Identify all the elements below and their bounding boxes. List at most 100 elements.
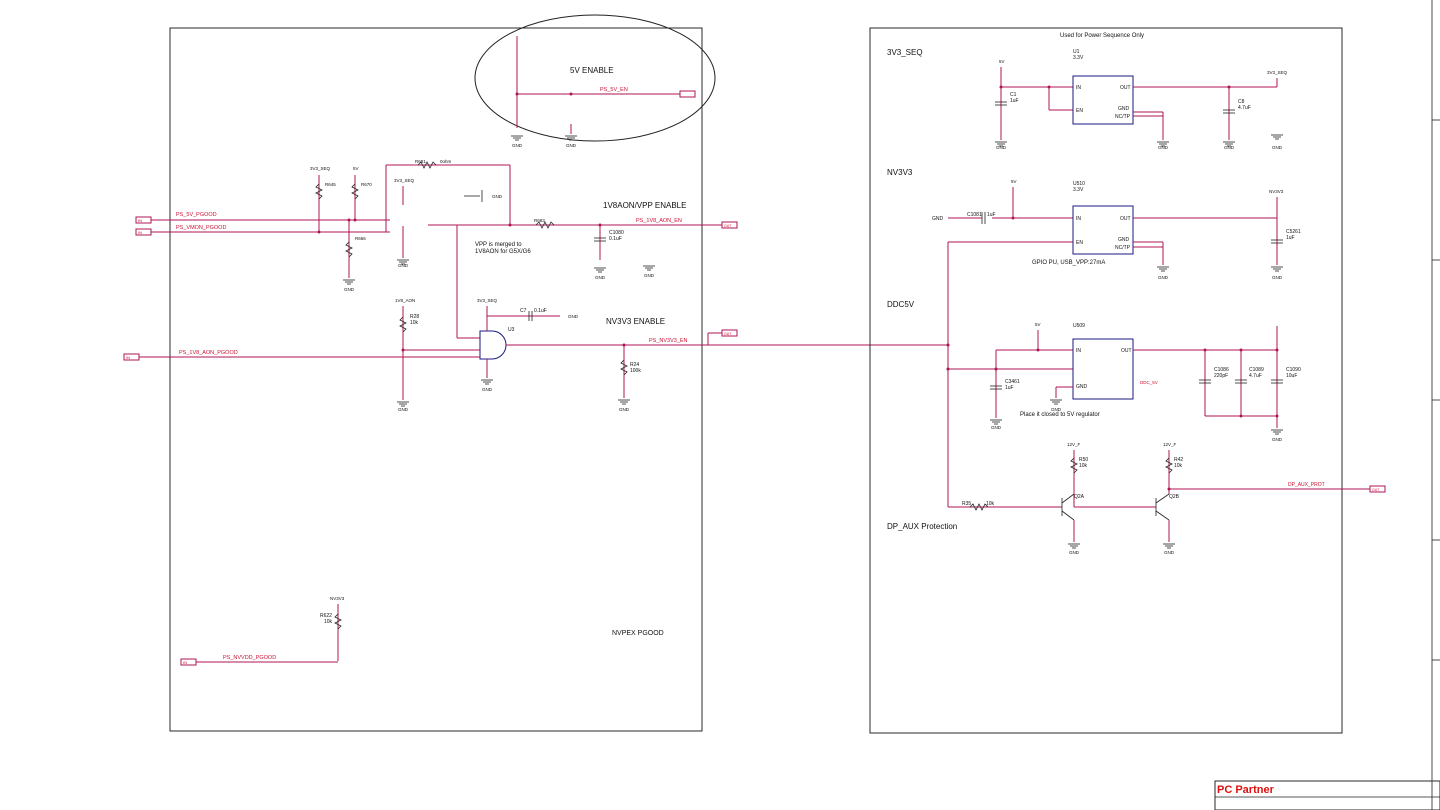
gnd-symbol: GND: [1050, 399, 1062, 412]
u3-label: U3: [508, 327, 515, 333]
net-ps-1v8-aon-en: PS_1V8_AON_EN: [636, 218, 682, 224]
svg-text:GND: GND: [482, 387, 493, 392]
svg-text:3.3V: 3.3V: [1073, 187, 1084, 193]
svg-text:12V_F: 12V_F: [1163, 442, 1177, 447]
svg-text:10k: 10k: [986, 501, 995, 507]
svg-text:NC/TP: NC/TP: [1115, 114, 1131, 120]
c1080-label: C1080: [609, 230, 624, 236]
r50-label: R50: [1079, 457, 1088, 463]
svg-text:IN: IN: [1076, 85, 1081, 91]
c7-label: C7: [520, 308, 527, 314]
svg-text:10k: 10k: [1079, 463, 1088, 469]
u1-label: U1: [1073, 49, 1080, 55]
svg-text:5V: 5V: [353, 166, 359, 171]
svg-text:GND: GND: [932, 216, 944, 222]
svg-text:GND: GND: [1076, 384, 1088, 390]
svg-text:5V: 5V: [999, 59, 1005, 64]
svg-text:GND: GND: [568, 314, 579, 319]
u510-label: U510: [1073, 181, 1085, 187]
svg-text:GND: GND: [398, 263, 409, 268]
nv3v3-heading: NV3V3: [887, 168, 913, 177]
r24-label: R24: [630, 362, 639, 368]
net-ps-5v-pgood: PS_5V_PGOOD: [176, 212, 217, 218]
svg-text:GND: GND: [1069, 550, 1080, 555]
svg-text:NC/TP: NC/TP: [1115, 245, 1131, 251]
gnd-symbol: GND: [1068, 543, 1080, 555]
svg-text:GND: GND: [1164, 550, 1175, 555]
vpp-note-line1: VPP is merged to: [475, 242, 522, 248]
c1086-label: C1086: [1214, 367, 1229, 373]
vpp-note-line2: 1V8AON for G5X/G6: [475, 249, 531, 255]
svg-text:GND: GND: [1118, 237, 1130, 243]
r666-label: R666: [355, 236, 366, 241]
svg-text:EN: EN: [1076, 108, 1083, 114]
gnd-symbol: GND: [1157, 266, 1169, 280]
net-ps-nv3v3-en: PS_NV3V3_EN: [649, 338, 688, 344]
svg-text:GND: GND: [1118, 106, 1130, 112]
gnd-symbol: GND: [1157, 141, 1169, 150]
gpio-note: GPIO PU, USB_VPP:27mA: [1032, 260, 1105, 266]
svg-text:OUT: OUT: [1372, 488, 1380, 492]
net-ps-vmon-pgood: PS_VMON_PGOOD: [176, 225, 226, 231]
gnd-symbol: GND: [343, 279, 355, 292]
svg-text:OUT: OUT: [1120, 216, 1131, 222]
svg-text:4.7uF: 4.7uF: [1249, 373, 1262, 379]
c8-label: C8: [1238, 99, 1245, 105]
gnd-symbol: GND: [511, 135, 523, 148]
gnd-symbol: GND: [565, 135, 577, 148]
svg-text:0.1uF: 0.1uF: [534, 308, 547, 314]
3v3-seq-heading: 3V3_SEQ: [887, 48, 923, 57]
svg-text:NV3V3: NV3V3: [1269, 189, 1284, 194]
u510-regulator: [1072, 205, 1134, 255]
nvpex-pgood-heading: NVPEX PGOOD: [612, 630, 664, 637]
svg-text:10k: 10k: [1174, 463, 1183, 469]
svg-text:3.3V: 3.3V: [1073, 55, 1084, 61]
svg-text:GND: GND: [619, 407, 630, 412]
c5261-label: C5261: [1286, 229, 1301, 235]
svg-text:3V3_SEQ: 3V3_SEQ: [1267, 70, 1288, 75]
gnd-symbol: GND: [481, 379, 493, 392]
svg-text:GND: GND: [996, 145, 1007, 150]
svg-text:OUT: OUT: [724, 332, 732, 336]
svg-text:EN: EN: [1076, 240, 1083, 246]
gnd-symbol: GND: [990, 419, 1002, 430]
svg-text:0.1uF: 0.1uF: [609, 236, 622, 242]
u3-and-gate: [479, 330, 507, 360]
svg-text:1uF: 1uF: [1010, 98, 1019, 104]
svg-text:GND: GND: [1272, 145, 1283, 150]
svg-text:10k: 10k: [324, 619, 333, 625]
5v-enable-highlight: [474, 14, 716, 142]
c1090-label: C1090: [1286, 367, 1301, 373]
svg-text:IN: IN: [126, 355, 130, 360]
gnd-symbol: GND: [397, 401, 409, 412]
gnd-symbol: GND: [1271, 266, 1283, 280]
c1081-label: C1081: [967, 212, 982, 218]
svg-text:OUT: OUT: [724, 224, 732, 228]
gnd-symbol: GND: [1223, 141, 1235, 150]
company-name: PC Partner: [1217, 784, 1275, 796]
r28-label: R28: [410, 314, 419, 320]
u1-regulator: [1072, 75, 1134, 125]
svg-text:12V_F: 12V_F: [1067, 442, 1081, 447]
svg-text:GND: GND: [344, 287, 355, 292]
place-note: Place it closed to 5V regulator: [1020, 412, 1100, 418]
svg-text:5V: 5V: [1011, 179, 1017, 184]
right-sheet-border: [869, 27, 1343, 734]
svg-text:5V: 5V: [1035, 322, 1041, 327]
svg-text:GND: GND: [595, 275, 606, 280]
gnd-symbol: GND: [594, 267, 606, 280]
u509-regulator: [1072, 338, 1134, 400]
svg-text:GND: GND: [512, 143, 523, 148]
svg-text:GND: GND: [492, 194, 503, 199]
r645-label: R645: [325, 182, 336, 187]
svg-text:220pF: 220pF: [1214, 373, 1228, 379]
gnd-symbol: GND: [995, 141, 1007, 150]
svg-text:OUT: OUT: [1121, 348, 1132, 354]
1v8aon-vpp-enable-heading: 1V8AON/VPP ENABLE: [603, 201, 686, 210]
svg-text:GND: GND: [1224, 145, 1235, 150]
svg-text:GND: GND: [1272, 437, 1283, 442]
svg-text:GND: GND: [1051, 407, 1062, 412]
svg-text:GND: GND: [1158, 275, 1169, 280]
r683-label: R683: [534, 218, 545, 223]
